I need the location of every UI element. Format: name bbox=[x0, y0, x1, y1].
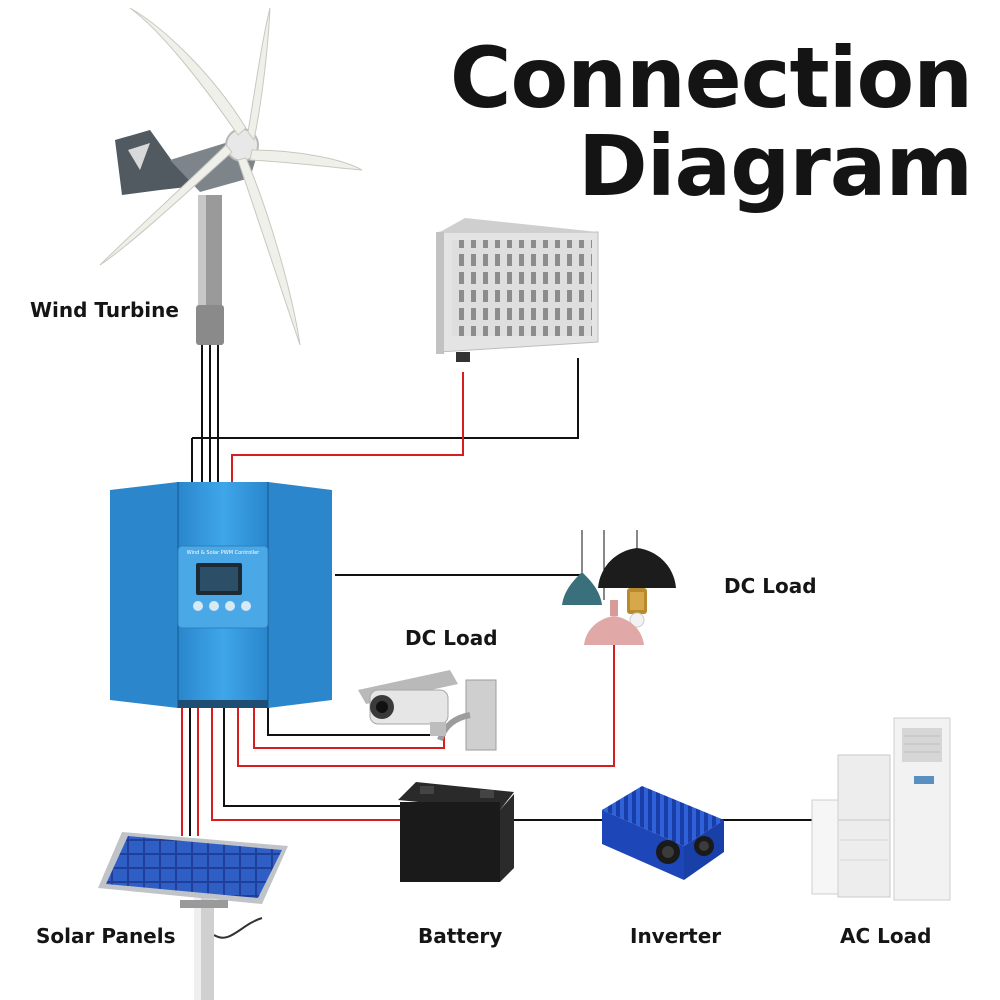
wind-solar-controller bbox=[110, 482, 332, 708]
label-dc-load-camera: DC Load bbox=[405, 626, 498, 650]
solar-panel bbox=[98, 832, 288, 1000]
camera-wire-negative bbox=[267, 706, 438, 736]
lamp-wire-positive bbox=[237, 640, 615, 767]
wires bbox=[181, 340, 812, 939]
title-line-1: Connection bbox=[449, 29, 973, 127]
dump-load-wire bbox=[231, 372, 464, 488]
battery-wire-negative bbox=[223, 706, 410, 807]
battery bbox=[398, 782, 514, 882]
inverter bbox=[602, 786, 724, 880]
battery-wire-positive bbox=[211, 706, 400, 821]
ac-load bbox=[811, 717, 951, 901]
title-line-2: Diagram bbox=[578, 117, 973, 215]
controller-panel-text: Wind & Solar PWM Controller bbox=[186, 550, 260, 556]
dc-load-camera bbox=[358, 670, 497, 751]
dc-load-lamps bbox=[562, 530, 676, 645]
label-dc-load-lamps: DC Load bbox=[724, 574, 817, 598]
label-wind-turbine: Wind Turbine bbox=[30, 298, 179, 322]
solar-wires bbox=[181, 706, 199, 836]
label-ac-load: AC Load bbox=[840, 924, 932, 948]
label-inverter: Inverter bbox=[630, 924, 722, 948]
wind-turbine bbox=[99, 7, 363, 346]
camera-wire-positive bbox=[253, 706, 445, 749]
label-solar-panels: Solar Panels bbox=[36, 924, 176, 948]
turbine-wires bbox=[191, 340, 579, 488]
dump-load-resistor-box bbox=[436, 218, 599, 362]
label-battery: Battery bbox=[418, 924, 503, 948]
